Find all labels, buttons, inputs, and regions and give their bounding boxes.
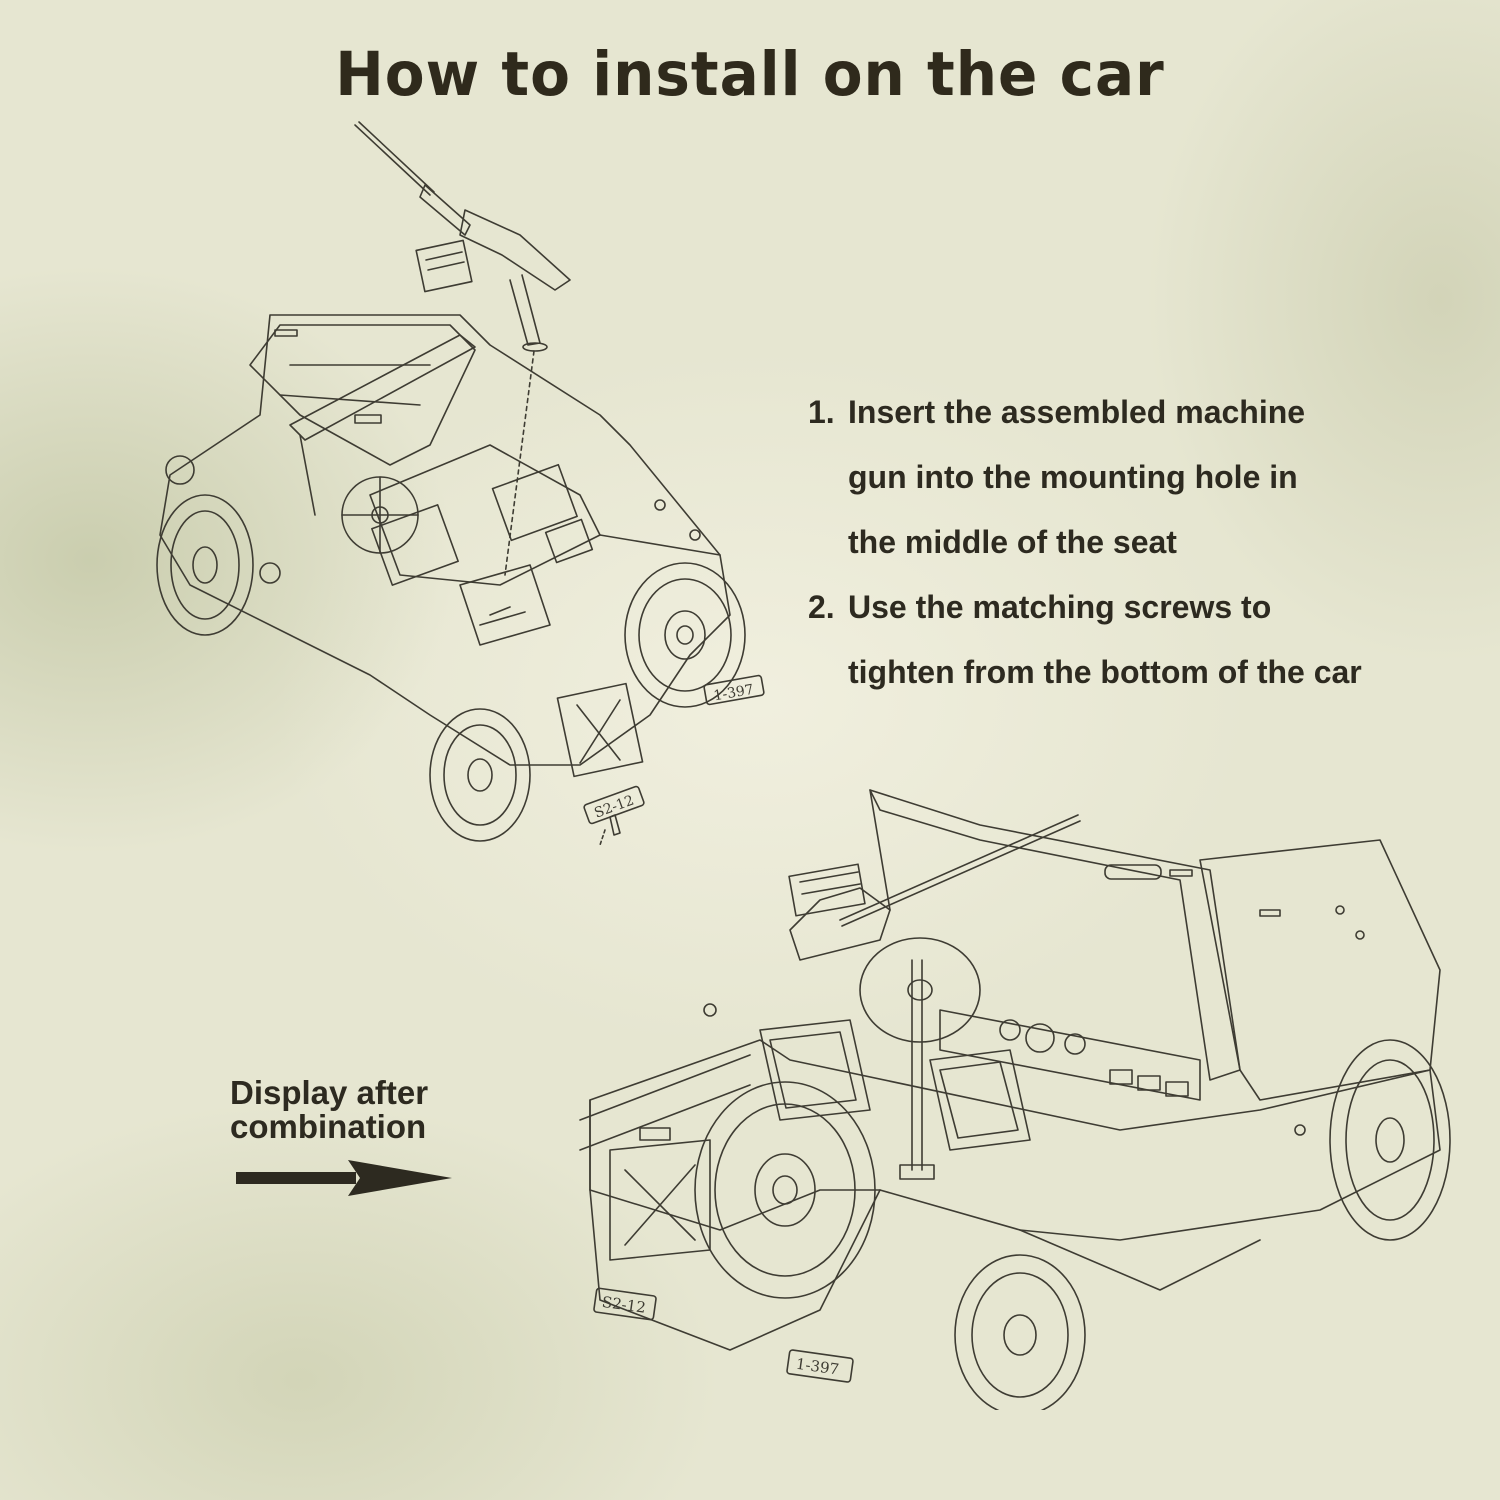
jerry-can-icon: [556, 682, 644, 778]
license-plate-bumper: 1-397: [786, 1349, 854, 1383]
instruction-list: 1. Insert the assembled machine gun into…: [808, 380, 1468, 705]
dashboard: [939, 1009, 1201, 1101]
spare-tire-icon: [694, 1081, 876, 1299]
exploded-jeep-diagram: 1-397 S2-12: [130, 115, 780, 855]
front-left-wheel-icon: [156, 494, 254, 636]
jeep-body: [159, 314, 731, 766]
instruction-step-2: 2. Use the matching screws to tighten fr…: [808, 575, 1468, 705]
seats: [759, 1019, 1031, 1151]
step-text-line: tighten from the bottom of the car: [848, 654, 1362, 690]
license-plate-spare: S2-12: [593, 1287, 657, 1321]
right-rear-wheel-icon: [954, 1254, 1086, 1410]
front-wheel-icon: [1329, 1039, 1451, 1241]
steering-wheel-icon: [859, 937, 981, 1043]
step-number: 2.: [808, 589, 835, 625]
license-plate-rear: 1-397: [703, 674, 765, 706]
step-number: 1.: [808, 394, 835, 430]
caption-line: Display after: [230, 1074, 429, 1111]
plate-text: 1-397: [795, 1355, 840, 1379]
step-text-line: the middle of the seat: [848, 524, 1177, 560]
step-text-line: Insert the assembled machine: [848, 394, 1306, 430]
spare-tire-icon: [624, 562, 746, 708]
headlight-icon: [165, 455, 281, 584]
rear-wheel-icon: [429, 708, 531, 842]
step-text-line: gun into the mounting hole in: [848, 459, 1298, 495]
machine-gun-icon: [788, 814, 1081, 1180]
step-text-line: Use the matching screws to: [848, 589, 1272, 625]
right-arrow-icon: [236, 1160, 452, 1196]
jeep-body: [579, 1003, 1441, 1351]
windshield-frame: [869, 789, 1241, 1081]
page-title: How to install on the car: [335, 38, 1165, 110]
screw-icon: [599, 814, 621, 846]
assembled-jeep-diagram: S2-12 1-397: [560, 770, 1460, 1410]
display-caption: Display after combination: [230, 1076, 510, 1144]
machine-gun-icon: [354, 121, 571, 576]
plate-text: 1-397: [712, 682, 755, 705]
instruction-step-1: 1. Insert the assembled machine gun into…: [808, 380, 1468, 575]
caption-line: combination: [230, 1108, 427, 1145]
plate-text: S2-12: [601, 1293, 647, 1317]
